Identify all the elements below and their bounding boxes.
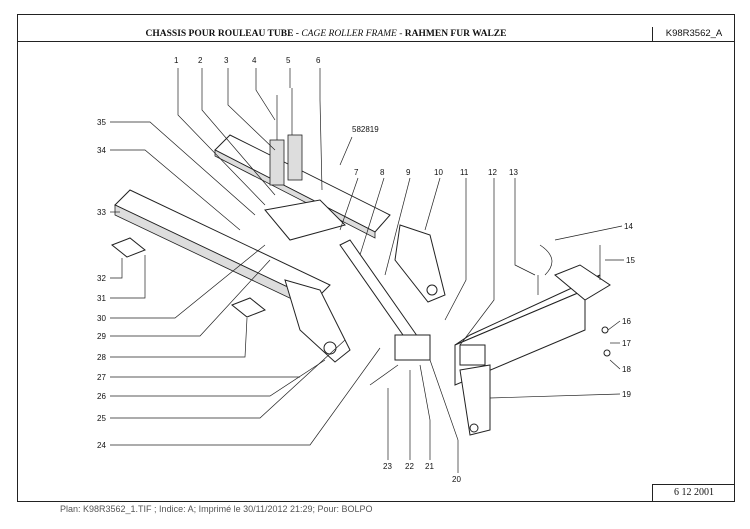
leader-10 [424,177,441,231]
plate-upper [111,237,146,258]
callout-labels: 1 2 3 4 5 6 582819 7 8 9 10 11 12 13 14 … [97,56,635,484]
hub-block [394,334,431,361]
leader-13 [514,178,536,276]
callout-29: 29 [97,332,106,341]
leader-11 [444,178,467,321]
leader-1 [177,68,266,206]
callout-18: 18 [622,365,631,374]
callout-4: 4 [252,56,257,65]
callout-25: 25 [97,414,106,423]
front-arm-hole [323,341,337,355]
callout-2: 2 [198,56,203,65]
callout-35: 35 [97,118,106,127]
leader-3 [227,68,276,151]
leader-8 [359,177,385,256]
leader-26 [110,359,326,397]
leader-4 [255,68,276,121]
leader-24 [110,347,381,446]
leader-582819 [339,136,353,166]
front-arm [284,279,351,363]
rear-arm [394,224,446,303]
callout-24: 24 [97,441,106,450]
callout-33: 33 [97,208,106,217]
callout-7: 7 [354,168,359,177]
title-en: CAGE ROLLER FRAME - [298,29,405,39]
title-bar [17,27,735,42]
leader-lines [110,68,624,473]
callout-10: 10 [434,168,443,177]
callout-17: 17 [622,339,631,348]
title-de: RAHMEN FUR WALZE [404,29,507,39]
leader-2 [201,68,276,196]
drawing-frame [17,14,735,502]
leader-14 [554,225,623,241]
callout-3: 3 [224,56,229,65]
callout-11: 11 [460,168,469,177]
callout-31: 31 [97,294,106,303]
right-plate [554,264,611,301]
leader-20 [429,359,459,473]
callout-582819: 582819 [352,125,379,134]
leader-9 [384,177,411,276]
leader-32 [110,258,123,279]
leader-12 [459,178,495,346]
callout-15: 15 [626,256,635,265]
callout-1: 1 [174,56,179,65]
right-socket [459,344,486,366]
leader-30 [110,244,266,319]
callout-32: 32 [97,274,106,283]
spring-right [287,134,303,181]
callout-16: 16 [622,317,631,326]
leader-28 [110,317,248,358]
drawing-title: CHASSIS POUR ROULEAU TUBE - CAGE ROLLER … [0,28,652,41]
leader-25 [110,339,346,419]
plate-lower [231,297,266,318]
callout-22: 22 [405,462,414,471]
leader-7 [339,177,359,231]
leader-35 [110,121,256,216]
print-footer: Plan: K98R3562_1.TIF ; Indice: A; Imprim… [60,504,373,514]
callout-5: 5 [286,56,291,65]
rear-arm-hole [426,284,438,296]
callout-34: 34 [97,146,106,155]
callout-23: 23 [383,462,392,471]
callout-9: 9 [406,168,411,177]
leader-19 [489,393,621,399]
leader-16 [607,320,621,331]
pin-23 [369,364,399,386]
washer-16 [601,326,609,334]
callout-19: 19 [622,390,631,399]
callout-12: 12 [488,168,497,177]
callout-26: 26 [97,392,106,401]
title-fr: CHASSIS POUR ROULEAU TUBE - [145,29,299,39]
leader-21 [419,364,431,460]
central-bracket [264,199,346,241]
drawing-reference: K98R3562_A [652,27,735,42]
right-leg-hole [469,423,479,433]
callout-13: 13 [509,168,518,177]
leader-18 [609,359,621,370]
right-frame-drawing [454,244,611,436]
right-beam-face [454,289,586,386]
callout-21: 21 [425,462,434,471]
callout-8: 8 [380,168,385,177]
callout-6: 6 [316,56,321,65]
callout-14: 14 [624,222,633,231]
right-leg [459,364,491,436]
leader-29 [110,259,271,337]
callout-30: 30 [97,314,106,323]
leader-34 [110,149,241,231]
clip-14 [539,244,553,276]
drawing-date: 6 12 2001 [652,484,735,502]
leader-31 [110,255,146,299]
callout-27: 27 [97,373,106,382]
leader-6 [319,68,323,191]
nut-18 [603,349,611,357]
callout-20: 20 [452,475,461,484]
callout-28: 28 [97,353,106,362]
